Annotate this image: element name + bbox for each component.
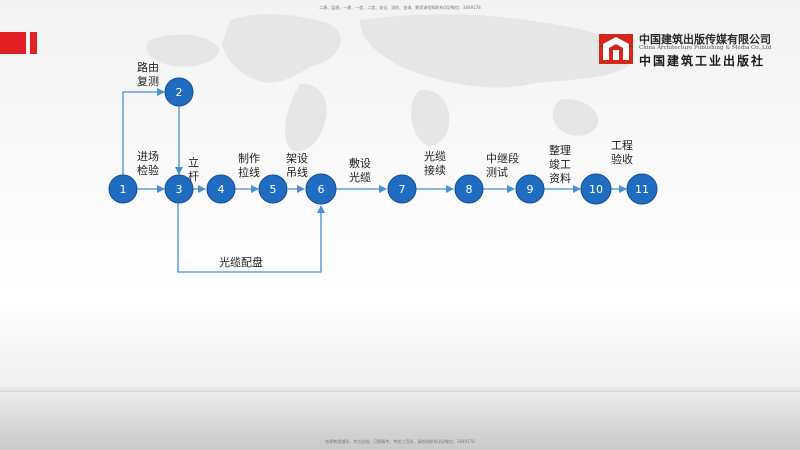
edge-3-6-bypass [177,203,325,273]
publisher-name-cn-calligraphy: 中国建筑工业出版社 [639,54,766,68]
label-completion-docs: 整理 竣工 资料 [549,144,571,185]
label-site-inspection: 进场 检验 [137,150,159,177]
node-7-number: 7 [399,183,406,196]
node-3: 3 [164,174,194,204]
label-route-survey: 路由 复测 [137,61,159,88]
node-5-number: 5 [270,183,277,196]
node-6-number: 6 [318,183,325,196]
publisher-emblem-icon [599,34,633,64]
node-10-number: 10 [589,183,603,196]
node-11: 11 [626,173,658,205]
label-cable-splicing: 光缆 接续 [424,150,446,177]
label-relay-test: 中继段 测试 [486,152,519,179]
node-10: 10 [580,173,612,205]
publisher-name-cn: 中国建筑出版传媒有限公司 [639,33,771,46]
node-6: 6 [305,173,337,205]
edge-1-2 [122,88,165,176]
node-8: 8 [454,174,484,204]
node-2: 2 [164,77,194,107]
publisher-name-en: China Architecture Publishing & Media Co… [639,45,772,51]
node-8-number: 8 [466,183,473,196]
node-3-number: 3 [176,183,183,196]
label-acceptance: 工程 验收 [611,139,633,166]
label-lay-cable: 敷设 光缆 [349,157,371,184]
footer-note: 各择教程辅导、考点总结、习题精考、考前三页纸、请收购联系QQ/微信：384917… [325,439,475,444]
node-1-number: 1 [120,183,127,196]
label-erect-pole: 立 杆 [188,156,199,183]
publisher-logo: 中国建筑出版传媒有限公司 China Architecture Publishi… [597,30,797,70]
red-accent-bar [0,32,37,54]
node-4-number: 4 [218,183,225,196]
node-7: 7 [387,174,417,204]
header-note: 二建、监理、一建、一造、二造、安全、消防、咨询、教资课程购联系QQ/微信：384… [319,5,481,10]
node-5: 5 [258,174,288,204]
label-install-messenger: 架设 吊线 [286,152,308,179]
node-9-number: 9 [527,183,534,196]
world-map-watermark [146,14,632,152]
node-9: 9 [515,174,545,204]
label-make-guy-wire: 制作 拉线 [238,152,260,179]
label-cable-allocation: 光缆配盘 [219,256,263,269]
node-2-number: 2 [176,86,183,99]
node-1: 1 [108,174,138,204]
node-4: 4 [206,174,236,204]
node-11-number: 11 [635,183,649,196]
